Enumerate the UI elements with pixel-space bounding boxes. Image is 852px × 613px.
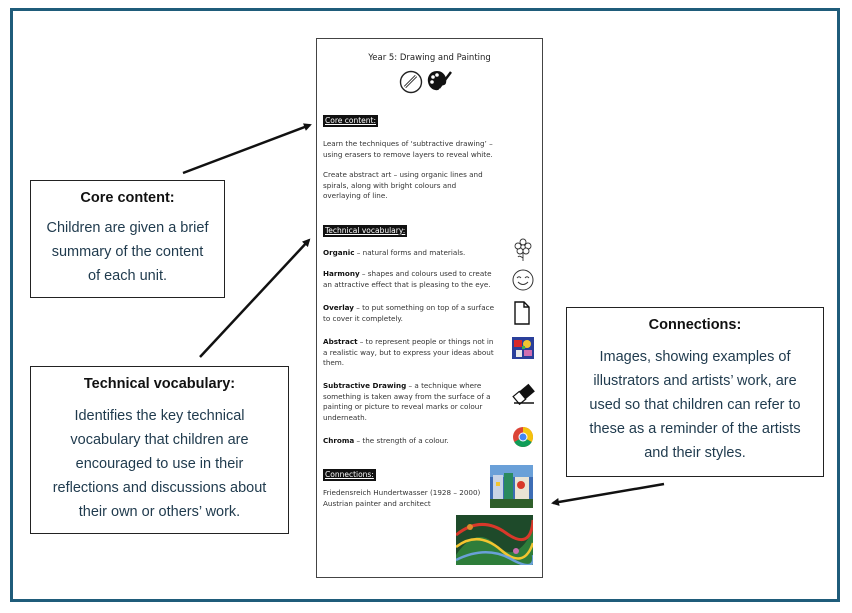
vocab-definition: them. — [323, 358, 345, 367]
vocab-definition: an attractive effect that is pleasing to… — [323, 279, 491, 289]
connections-heading: Connections: — [323, 469, 376, 481]
callout-technical-vocabulary: Technical vocabulary: Identifies the key… — [30, 366, 289, 534]
technical-vocabulary-heading: Technical vocabulary: — [323, 225, 408, 237]
vocab-term: Abstract — [323, 337, 358, 346]
arrow-core — [182, 123, 312, 175]
vocab-definition: painting or picture to reveal marks or c… — [323, 402, 483, 411]
palette-brush-icon — [427, 71, 452, 91]
vocab-abstract: Abstract – to represent people or things… — [323, 337, 503, 369]
vocab-definition: a realistic way, but to express your ide… — [323, 347, 494, 357]
callout-connections-line: used so that children can refer to — [589, 397, 801, 413]
callout-vocab-line: Identifies the key technical — [74, 408, 245, 424]
artist-description: Austrian painter and architect — [323, 498, 431, 508]
callout-vocab-line: reflections and discussions about — [52, 480, 267, 496]
vocab-definition: – a technique where — [406, 381, 482, 390]
vocab-term: Organic — [323, 248, 355, 257]
callout-connections-body: Images, showing examples of illustrators… — [567, 345, 823, 465]
knowledge-organiser-sheet: Year 5: Drawing and Painting Core conten… — [316, 38, 543, 578]
callout-core-body: Children are given a brief summary of th… — [31, 216, 224, 288]
callout-connections: Connections: Images, showing examples of… — [566, 307, 824, 477]
vocab-definition: to cover it completely. — [323, 313, 403, 323]
core-line: spirals, along with bright colours and — [323, 180, 457, 190]
core-line: using erasers to remove layers to reveal… — [323, 149, 493, 159]
core-content-heading: Core content: — [323, 115, 378, 127]
vocab-definition: – the strength of a colour. — [354, 436, 449, 445]
core-line: overlaying of line. — [323, 191, 388, 200]
vocab-harmony: Harmony – shapes and colours used to cre… — [323, 269, 503, 290]
abstract-art-icon — [512, 337, 534, 359]
vocab-organic: Organic – natural forms and materials. — [323, 248, 503, 259]
core-paragraph-2: Create abstract art – using organic line… — [323, 170, 483, 202]
vocab-definition: – to put something on top of a surface — [354, 303, 494, 312]
callout-vocab-line: their own or others’ work. — [78, 504, 241, 520]
vocab-term: Harmony — [323, 269, 360, 278]
document-icon — [514, 301, 530, 325]
artist-name-dates: Friedensreich Hundertwasser (1928 – 2000… — [323, 488, 481, 497]
vocab-subtractive-drawing: Subtractive Drawing – a technique where … — [323, 381, 503, 423]
artist-caption: Friedensreich Hundertwasser (1928 – 2000… — [323, 488, 480, 509]
callout-core-content: Core content: Children are given a brief… — [30, 180, 225, 298]
core-line: Create abstract art – using organic line… — [323, 170, 483, 179]
callout-connections-line: Images, showing examples of — [599, 349, 791, 365]
callout-core-line: Children are given a brief — [46, 220, 209, 236]
vocab-overlay: Overlay – to put something on top of a s… — [323, 303, 503, 324]
chroma-wheel-icon — [513, 427, 533, 447]
callout-connections-line: these as a reminder of the artists — [589, 421, 801, 437]
callout-connections-line: illustrators and artists’ work, are — [593, 373, 797, 389]
artwork-thumbnail-1 — [490, 465, 533, 508]
vocab-definition: – natural forms and materials. — [354, 248, 466, 257]
callout-core-line: summary of the content — [51, 244, 204, 260]
callout-connections-title: Connections: — [648, 317, 742, 333]
eraser-icon — [512, 383, 535, 405]
sheet-title: Year 5: Drawing and Painting — [368, 53, 491, 63]
callout-core-title: Core content: — [80, 190, 175, 206]
arrow-vocab — [199, 238, 311, 358]
vocab-definition: underneath. — [323, 412, 367, 422]
core-paragraph-1: Learn the techniques of ‘subtractive dra… — [323, 139, 493, 160]
callout-connections-line: and their styles. — [644, 445, 746, 461]
vocab-definition: – to represent people or things not in — [357, 337, 494, 346]
artwork-thumbnail-2 — [456, 515, 533, 565]
callout-vocab-title: Technical vocabulary: — [83, 376, 236, 392]
vocab-chroma: Chroma – the strength of a colour. — [323, 436, 503, 447]
vocab-definition: – shapes and colours used to create — [359, 269, 492, 278]
callout-core-line: of each unit. — [88, 268, 167, 284]
flower-icon — [514, 238, 532, 261]
pencil-circle-icon — [399, 70, 423, 94]
vocab-term: Overlay — [323, 303, 354, 312]
vocab-term: Chroma — [323, 436, 355, 445]
vocab-definition: something is taken away from the surface… — [323, 391, 491, 401]
callout-vocab-body: Identifies the key technical vocabulary … — [31, 404, 288, 524]
callout-vocab-line: encouraged to use in their — [75, 456, 244, 472]
vocab-term: Subtractive Drawing — [323, 381, 407, 390]
core-line: Learn the techniques of ‘subtractive dra… — [323, 139, 493, 148]
callout-vocab-line: vocabulary that children are — [70, 432, 249, 448]
arrow-connections — [551, 482, 665, 506]
smiley-icon — [512, 269, 534, 291]
